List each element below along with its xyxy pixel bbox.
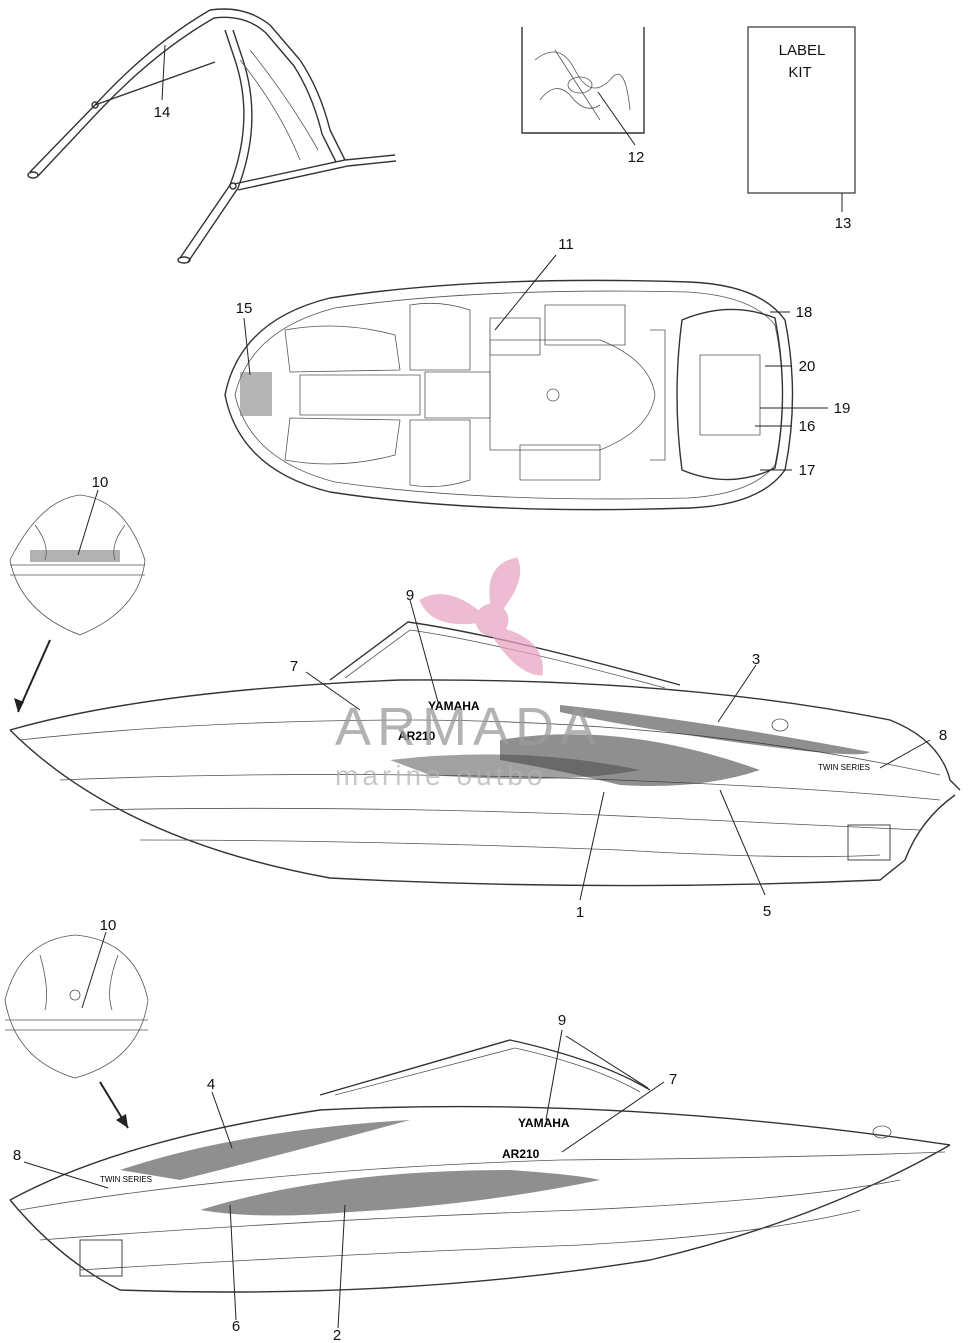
callout-9-lower: 9 — [558, 1012, 566, 1029]
label-kit-box: LABEL KIT — [747, 26, 856, 212]
callout-10-lower: 10 — [100, 917, 117, 934]
callout-17: 17 — [799, 462, 816, 479]
callout-labels: 1 2 3 4 5 6 7 7 8 8 9 9 10 10 11 12 13 1… — [13, 104, 947, 1343]
callout-10-upper: 10 — [92, 474, 109, 491]
callout-6: 6 — [232, 1318, 240, 1335]
armada-watermark: ARMADA marine outbo — [335, 557, 602, 791]
callout-18: 18 — [796, 304, 813, 321]
callout-19: 19 — [834, 400, 851, 417]
detail-inset-lower — [4, 931, 149, 1129]
callout-5: 5 — [763, 903, 771, 920]
owners-manual-drawing — [521, 27, 645, 146]
wakeboard-tower-drawing — [27, 8, 397, 264]
brand-decal-upper: YAMAHA — [428, 699, 480, 713]
callout-13: 13 — [835, 215, 852, 232]
label-kit-line2: KIT — [788, 64, 811, 81]
callout-11: 11 — [558, 236, 574, 253]
callout-7-lower: 7 — [669, 1071, 677, 1088]
boat-side-view-upper: YAMAHA AR210 TWIN SERIES — [9, 599, 961, 901]
callout-8-upper: 8 — [939, 727, 947, 744]
series-decal-lower: TWIN SERIES — [100, 1175, 152, 1184]
callout-2: 2 — [333, 1327, 341, 1343]
boat-side-view-lower: YAMAHA AR210 TWIN SERIES — [9, 1029, 951, 1329]
callout-12: 12 — [628, 149, 645, 166]
model-decal-upper: AR210 — [398, 729, 436, 743]
series-decal-upper: TWIN SERIES — [818, 763, 870, 772]
callout-3: 3 — [752, 651, 760, 668]
watermark-subtitle: marine outbo — [335, 760, 546, 791]
callout-14: 14 — [154, 104, 171, 121]
callout-16: 16 — [799, 418, 816, 435]
callout-8-lower: 8 — [13, 1147, 21, 1164]
brand-decal-lower: YAMAHA — [518, 1116, 570, 1130]
detail-inset-upper — [9, 489, 146, 713]
callout-1: 1 — [576, 904, 584, 921]
model-decal-lower: AR210 — [502, 1147, 540, 1161]
watermark-title: ARMADA — [335, 697, 602, 757]
callout-15: 15 — [236, 300, 253, 317]
boat-top-view — [224, 254, 828, 511]
callout-9-upper: 9 — [406, 587, 414, 604]
callout-4: 4 — [207, 1076, 215, 1093]
callout-7-upper: 7 — [290, 658, 298, 675]
callout-20: 20 — [799, 358, 816, 375]
label-kit-line1: LABEL — [779, 42, 826, 59]
